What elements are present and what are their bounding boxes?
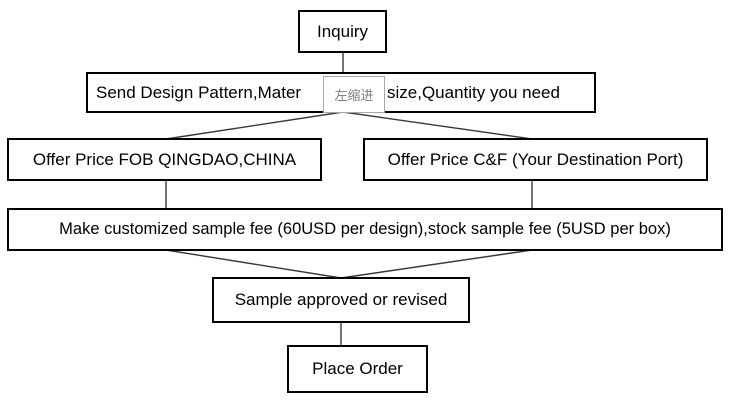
flow-node-sample-approved: Sample approved or revised <box>212 277 470 323</box>
flow-node-offer-price-cf: Offer Price C&F (Your Destination Port) <box>363 138 708 181</box>
flow-node-sample-fee-label: Make customized sample fee (60USD per de… <box>59 220 671 238</box>
flow-node-sample-fee: Make customized sample fee (60USD per de… <box>7 208 723 251</box>
flow-node-send-design-label-right: size,Quantity you need <box>387 82 560 102</box>
left-indent-tooltip: 左缩进 <box>323 76 385 113</box>
flow-node-inquiry-label: Inquiry <box>316 21 369 41</box>
flow-node-place-order-label: Place Order <box>312 359 403 378</box>
flow-node-inquiry: Inquiry <box>298 10 387 53</box>
flow-node-place-order: Place Order <box>287 345 428 393</box>
flow-node-send-design-label-left: Send Design Pattern,Mater <box>96 82 302 102</box>
left-indent-tooltip-label: 左缩进 <box>334 88 374 103</box>
flow-node-sample-approved-label: Sample approved or revised <box>234 290 448 309</box>
flow-node-offer-price-fob: Offer Price FOB QINGDAO,CHINA <box>7 138 322 181</box>
flow-node-offer-price-cf-label: Offer Price C&F (Your Destination Port) <box>387 149 684 169</box>
flow-node-offer-price-fob-label: Offer Price FOB QINGDAO,CHINA <box>32 149 297 169</box>
